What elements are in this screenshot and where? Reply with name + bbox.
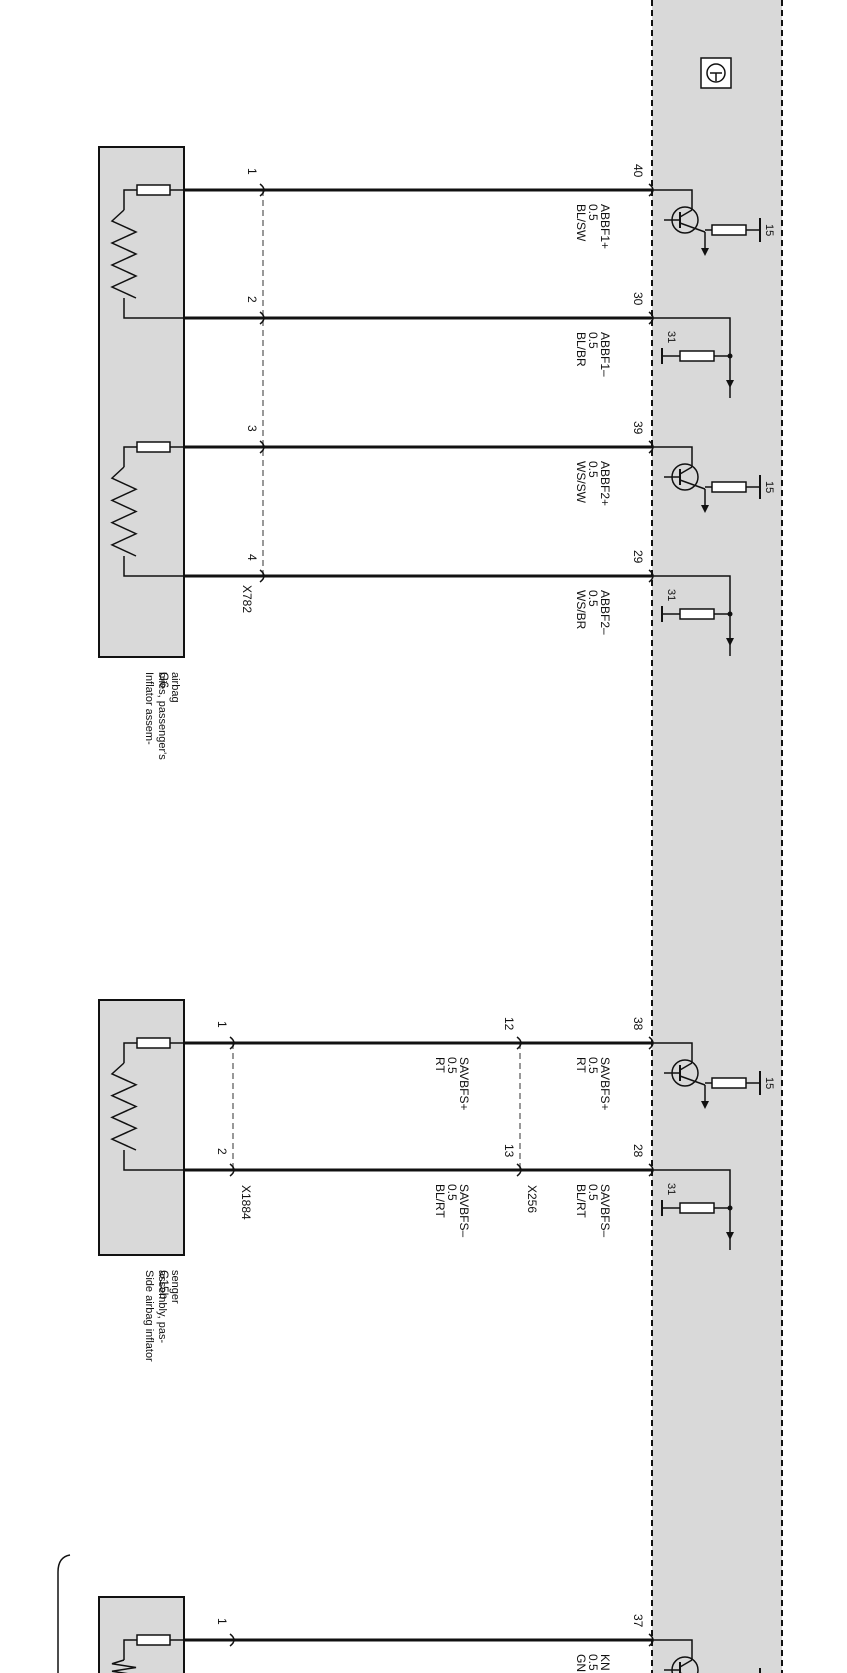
wire-4-label-b-signal: SAVBFS+	[457, 1057, 471, 1110]
wire-0-pin-mark-0	[259, 183, 265, 197]
wire-4-driver: 15	[652, 1042, 775, 1109]
component-g6-body	[98, 146, 185, 658]
wire-5-label-b-signal: SAVBFS–	[457, 1184, 471, 1237]
wire-3-pin-mark-0	[259, 569, 265, 583]
wire-1-comp-pin: 2	[245, 296, 259, 303]
component-g6-description: Inflator assem-blies, passenger'sairbag	[143, 672, 181, 760]
wire-1-unit-pin: 30	[631, 292, 645, 306]
wire-0-label-signal: ABBF1+	[598, 204, 612, 249]
wire-0-unit-pin: 40	[631, 164, 645, 178]
wire-4-label-signal: SAVBFS+	[598, 1057, 612, 1110]
inflator-g6-1	[123, 184, 184, 319]
wire-6-pin-mark-0	[229, 1633, 235, 1647]
inflator-partial	[123, 1634, 184, 1660]
component-partial	[57, 1554, 185, 1673]
wire-2-label-color: WS/SW	[574, 461, 588, 504]
wire-5-comp-pin: 2	[215, 1148, 229, 1155]
wire-4-mid-pin: 12	[502, 1017, 516, 1031]
connector-x782-label: X782	[240, 585, 254, 613]
connector-x256-label: X256	[525, 1185, 539, 1213]
wire-4-label-b-color: RT	[433, 1057, 447, 1073]
wire-6-label-size: 0.5	[586, 1654, 600, 1671]
control-unit	[651, 0, 783, 1673]
wire-5-label-signal: SAVBFS–	[598, 1184, 612, 1237]
wire-3-label-size: 0.5	[586, 590, 600, 607]
wire-4-label-b-size: 0.5	[445, 1057, 459, 1074]
component-g6: G6 Inflator assem-blies, passenger'sairb…	[98, 146, 185, 760]
wire-3-driver: 31	[652, 575, 734, 656]
component-g15b-description: Side airbag inflatorassembly, pas-senger	[143, 1270, 181, 1362]
inflator-g15b	[123, 1037, 184, 1171]
wire-4-unit-pin: 38	[631, 1017, 645, 1031]
wire-4-driver-terminal: 15	[763, 1077, 775, 1089]
wire-5-mid-pin: 13	[502, 1144, 516, 1158]
wire-1-label-color: BL/BR	[574, 332, 588, 367]
inflator-g6-2-zigzag	[110, 466, 138, 557]
wire-5-label-b-color: BL/RT	[433, 1184, 447, 1218]
wire-1-label-signal: ABBF1–	[598, 332, 612, 377]
wire-5-label-size: 0.5	[586, 1184, 600, 1201]
inflator-g6-1-zigzag	[110, 209, 138, 299]
wire-4-comp-pin: 1	[215, 1021, 229, 1028]
inflator-g15b-zigzag	[110, 1062, 138, 1151]
wire-0-label-size: 0.5	[586, 204, 600, 221]
wire-1-label-size: 0.5	[586, 332, 600, 349]
wire-2-driver: 15	[652, 446, 775, 513]
wire-6-driver: 15	[652, 1639, 761, 1673]
wire-4-label-size: 0.5	[586, 1057, 600, 1074]
inflator-partial-zigzag	[111, 1659, 137, 1673]
inflator-g6-2	[123, 441, 184, 577]
wire-2-unit-pin: 39	[631, 421, 645, 435]
wire-6-label-signal: KN	[598, 1654, 612, 1671]
wire-1-pin-mark-0	[259, 311, 265, 325]
wire-5-label-color: BL/RT	[574, 1184, 588, 1218]
wire-6-label-color: GN	[574, 1654, 588, 1672]
wire-1-driver: 31	[652, 317, 734, 398]
wire-6-unit-pin: 37	[631, 1614, 645, 1628]
control-unit-body	[652, 0, 782, 1673]
wire-0-driver: 15	[652, 189, 775, 256]
wire-1-driver-terminal: 31	[665, 331, 677, 343]
wire-5-pin-mark-0	[229, 1163, 235, 1177]
component-g15b-id: G15b	[157, 1270, 171, 1300]
wire-5-driver: 31	[652, 1169, 734, 1250]
wire-4-pin-mark-0	[229, 1036, 235, 1050]
wire-0-comp-pin: 1	[245, 168, 259, 175]
wire-5-label-b-size: 0.5	[445, 1184, 459, 1201]
wire-5-pin-mark-2	[516, 1163, 522, 1177]
wire-0-label-color: BL/SW	[574, 204, 588, 242]
component-g15b: G15b Side airbag inflatorassembly, pas-s…	[98, 999, 185, 1362]
wire-2-label-signal: ABBF2+	[598, 461, 612, 506]
component-g6-id: G6	[157, 672, 171, 688]
wire-4-pin-mark-2	[516, 1036, 522, 1050]
wire-3-label-color: WS/BR	[574, 590, 588, 630]
wire-4-label-color: RT	[574, 1057, 588, 1073]
wire-5-unit-pin: 28	[631, 1144, 645, 1158]
wire-3-comp-pin: 4	[245, 554, 259, 561]
wire-6-comp-pin: 1	[215, 1618, 229, 1625]
connector-x1884-label: X1884	[239, 1185, 253, 1220]
wire-2-pin-mark-0	[259, 440, 265, 454]
wire-2-label-size: 0.5	[586, 461, 600, 478]
wire-0-driver-terminal: 15	[763, 224, 775, 236]
wire-3-driver-terminal: 31	[665, 589, 677, 601]
wire-2-driver-terminal: 15	[763, 481, 775, 493]
wire-2-comp-pin: 3	[245, 425, 259, 432]
wire-5-driver-terminal: 31	[665, 1183, 677, 1195]
wire-3-unit-pin: 29	[631, 550, 645, 564]
wire-3-label-signal: ABBF2–	[598, 590, 612, 635]
ground-symbol-icon	[700, 57, 732, 89]
